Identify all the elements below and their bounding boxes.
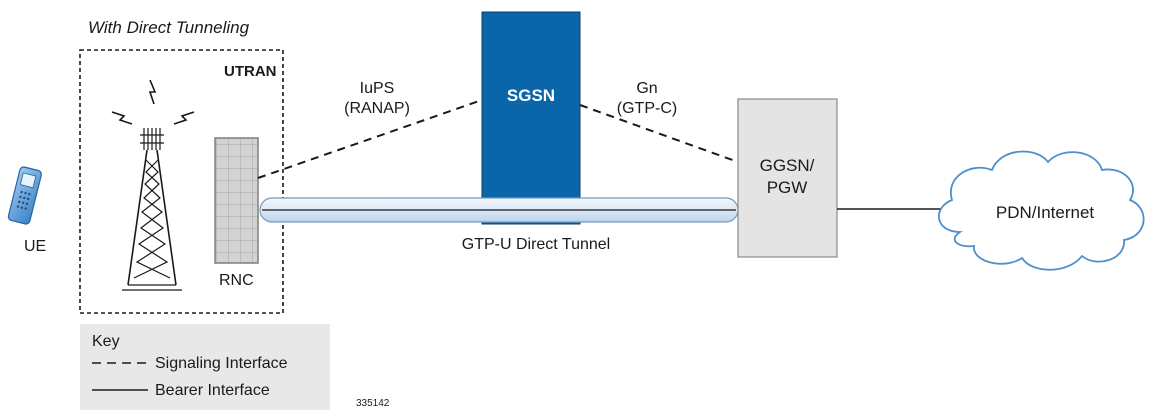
pgw-label: PGW [767,178,808,197]
key-title: Key [92,333,120,350]
utran-boundary [79,49,284,314]
sgsn-label: SGSN [507,86,555,105]
pdn-cloud-icon [937,150,1145,271]
sgsn-node [481,11,581,225]
ggsn-label: GGSN/ [760,156,815,175]
utran-label: UTRAN [224,63,277,80]
tunnel-label: GTP-U Direct Tunnel [462,236,610,253]
iups-label: IuPS [360,80,395,97]
gn-label: Gn [636,80,657,97]
signaling-legend-label: Signaling Interface [155,355,288,372]
iups-protocol-label: (RANAP) [344,100,410,117]
iups-signaling-line [257,99,483,179]
pdn-label: PDN/Internet [996,203,1095,222]
rnc-node [214,137,259,264]
gn-protocol-label: (GTP-C) [617,100,677,117]
ggsn-pgw-node [737,98,838,258]
diagram-caption: With Direct Tunneling [88,18,250,37]
cell-tower-icon [111,79,195,291]
key-legend: Key Signaling Interface Bearer Interface [80,324,330,410]
bearer-legend-label: Bearer Interface [155,382,270,399]
ue-phone-icon [7,166,42,225]
figure-id: 335142 [356,398,390,409]
rnc-label: RNC [219,272,254,289]
ue-label: UE [24,238,46,255]
